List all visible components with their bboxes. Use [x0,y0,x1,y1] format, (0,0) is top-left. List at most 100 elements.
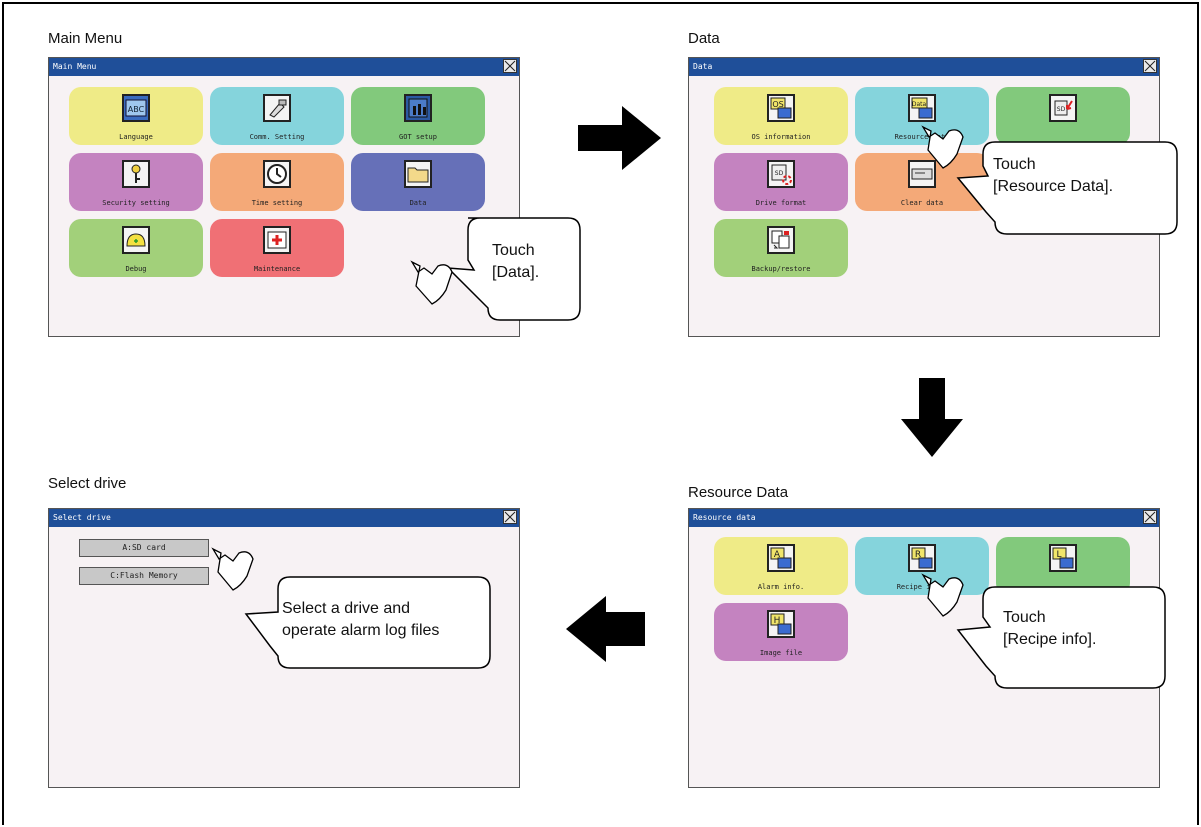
abc-monitor-icon: ABC [122,94,150,122]
helmet-icon [122,226,150,254]
pointing-hand-icon [211,547,254,591]
tile-label: Maintenance [253,265,301,273]
first-aid-icon [263,226,291,254]
tile-image-file[interactable]: H Image file [714,603,848,661]
svg-text:R: R [915,550,921,560]
close-icon[interactable] [1143,510,1157,524]
tile-language[interactable]: ABC Language [69,87,203,145]
key-icon [122,160,150,188]
resource-data-titlebar: Resource data [689,509,1159,527]
letter-r-icon: R [908,544,936,572]
select-drive-heading: Select drive [48,475,127,492]
svg-text:Data: Data [912,101,927,108]
tile-label: OS information [751,133,811,141]
svg-text:OS: OS [772,100,783,109]
svg-text:SD: SD [1057,106,1066,113]
backup-icon [767,226,795,254]
callout-line: Touch [993,156,1036,173]
tile-security-setting[interactable]: Security setting [69,153,203,211]
connector-icon [263,94,291,122]
tile-label: Drive format [755,199,807,207]
tile-recipe-info[interactable]: R Recipe info. [855,537,989,595]
tile-maintenance[interactable]: Maintenance [210,219,344,277]
drive-button-sd-card[interactable]: A:SD card [79,539,209,557]
callout-recipe-bubble [956,586,1166,689]
select-drive-title: Select drive [53,513,111,522]
select-drive-titlebar: Select drive [49,509,519,527]
letter-a-icon: A [767,544,795,572]
arrow-down-icon [901,378,963,457]
tile-comm-setting[interactable]: Comm. Setting [210,87,344,145]
callout-drive-text: Select a drive and operate alarm log fil… [282,598,439,642]
svg-text:H: H [774,616,781,626]
tile-label: Resource Data [894,133,950,141]
pointing-hand-icon [921,573,964,617]
close-icon[interactable] [503,510,517,524]
sd-card-arrow-icon: SD [1049,94,1077,122]
callout-data-bubble [446,217,581,321]
data-heading: Data [688,30,720,47]
drive-icon [908,160,936,188]
tile-sd-transfer[interactable]: SD [996,87,1130,145]
callout-line: [Recipe info]. [1003,631,1097,648]
resource-data-heading: Resource Data [688,484,789,501]
tile-time-setting[interactable]: Time setting [210,153,344,211]
callout-line: Touch [1003,609,1046,626]
close-icon[interactable] [1143,59,1157,73]
sd-format-icon: SD [767,160,795,188]
callout-resource-bubble [956,141,1178,235]
callout-drive-bubble [244,576,491,669]
callout-line: Select a drive and [282,600,411,617]
data-icon: Data [908,94,936,122]
tile-label: GOT setup [399,133,437,141]
main-menu-title: Main Menu [53,62,97,71]
tile-label: Recipe info. [896,583,948,591]
tile-label: Image file [759,649,803,657]
letter-h-icon: H [767,610,795,638]
tile-label: Debug [125,265,147,273]
tile-label: Security setting [102,199,170,207]
callout-line: [Resource Data]. [993,178,1114,195]
tile-label: Backup/restore [751,265,811,273]
pointing-hand-icon [921,125,964,169]
tile-label: Language [119,133,153,141]
tile-label: Clear data [900,199,944,207]
svg-text:A: A [774,550,781,560]
resource-data-title: Resource data [693,513,756,522]
arrow-right-icon [578,106,661,170]
close-icon[interactable] [503,59,517,73]
tile-debug[interactable]: Debug [69,219,203,277]
data-title: Data [693,62,713,71]
callout-resource-text: Touch [Resource Data]. [993,154,1113,198]
tile-got-setup[interactable]: GOT setup [351,87,485,145]
os-icon: OS [767,94,795,122]
callout-line: [Data]. [492,264,540,281]
tile-label: Data [409,199,427,207]
tile-data[interactable]: Data [351,153,485,211]
tile-label: Comm. Setting [249,133,305,141]
data-titlebar: Data [689,58,1159,76]
tile-drive-format[interactable]: SD Drive format [714,153,848,211]
callout-recipe-text: Touch [Recipe info]. [1003,607,1096,651]
svg-text:ABC: ABC [128,105,145,114]
tile-log-info[interactable]: L [996,537,1130,595]
tile-backup-restore[interactable]: Backup/restore [714,219,848,277]
drive-button-flash-memory[interactable]: C:Flash Memory [79,567,209,585]
tile-resource-data[interactable]: Data Resource Data [855,87,989,145]
tile-label: Time setting [251,199,303,207]
tile-label: Alarm info. [757,583,805,591]
device-settings-icon [404,94,432,122]
tile-os-information[interactable]: OS OS information [714,87,848,145]
clock-icon [263,160,291,188]
arrow-left-icon [566,596,645,662]
svg-text:L: L [1056,550,1061,560]
main-menu-titlebar: Main Menu [49,58,519,76]
folder-icon [404,160,432,188]
callout-line: operate alarm log files [282,622,440,639]
main-menu-heading: Main Menu [48,30,123,47]
pointing-hand-icon [410,260,453,305]
callout-line: Touch [492,242,535,259]
tile-alarm-info[interactable]: A Alarm info. [714,537,848,595]
